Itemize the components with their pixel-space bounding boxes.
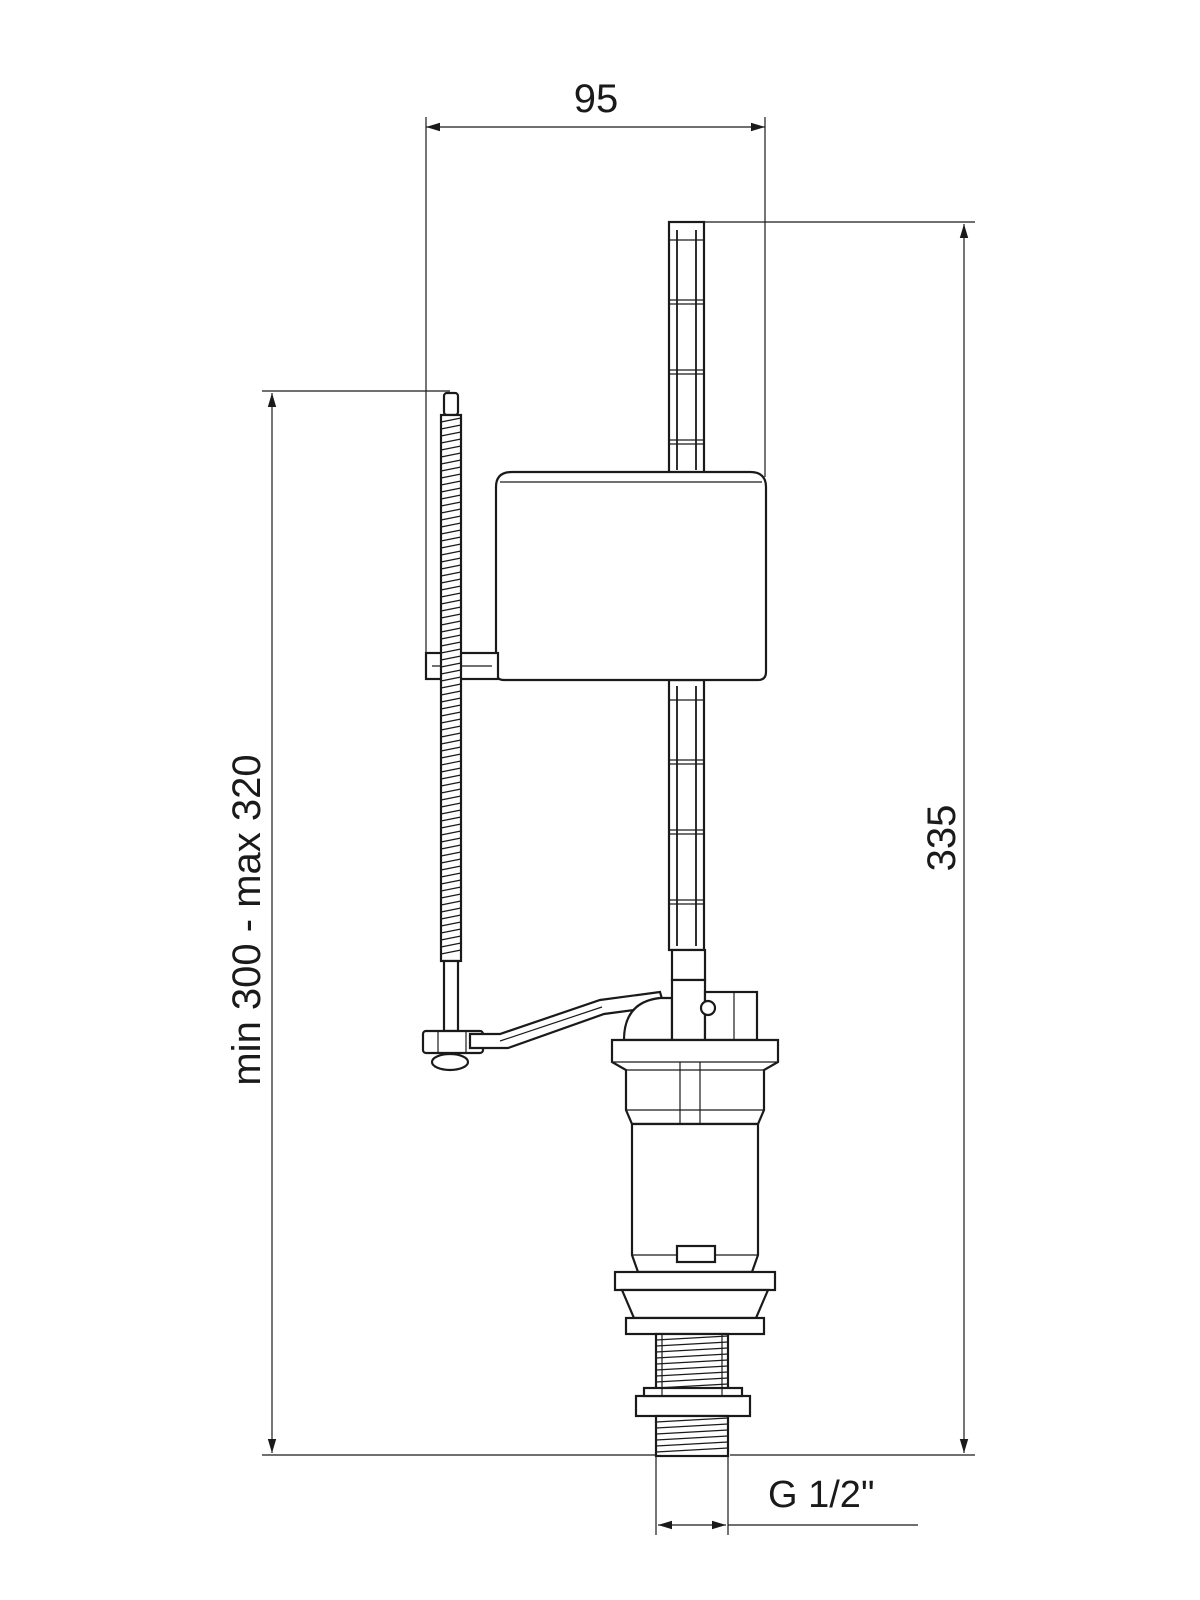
float-box [424, 470, 768, 682]
valve-body-cylinder [630, 1122, 760, 1274]
dimension-float-range: min 300 - max 320 [225, 390, 660, 1456]
threaded-shank [634, 1332, 752, 1458]
dimension-thread: G 1/2" [655, 1455, 918, 1535]
guide-rod [667, 220, 706, 952]
dimension-float-range-label: min 300 - max 320 [225, 754, 269, 1085]
valve-head [622, 948, 759, 1042]
valve-body-upper [610, 1038, 780, 1126]
dimension-height-label: 335 [920, 805, 964, 872]
dimension-thread-label: G 1/2" [768, 1474, 874, 1516]
dimension-width-label: 95 [574, 77, 619, 121]
dimension-height: 335 [704, 221, 975, 1456]
dimension-width: 95 [425, 77, 766, 663]
base-flange [613, 1270, 777, 1336]
adjustment-rod [421, 391, 485, 1072]
